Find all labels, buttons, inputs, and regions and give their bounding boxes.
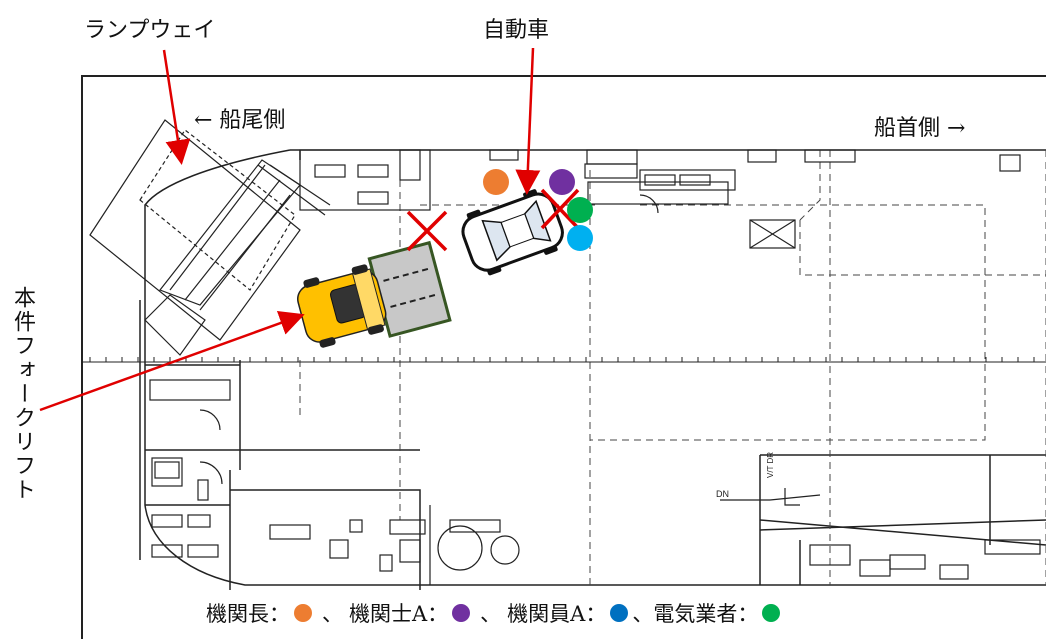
person-electrician-marker [567,197,593,223]
centerline-ticks [89,357,1035,362]
person-crew-a-marker [567,225,593,251]
drawing-frame [81,75,1046,639]
car [461,189,564,276]
lower-left-rooms [149,379,520,585]
legend-swatch-engineer-a [452,604,471,622]
forklift [297,240,452,348]
legend-swatch-crew-a [610,604,629,622]
rampway-label: ランプウェイ [84,18,216,43]
legend-swatch-chief-engineer [294,604,312,622]
legend-name-2: 機関員A [507,602,586,626]
forklift-arrow [39,311,305,412]
car-label: 自動車 [483,18,550,43]
legend-name-3: 電気業者 [653,602,738,626]
forklift-label: 本件フォークリフト [10,286,35,502]
car-arrow [515,47,541,195]
vr-mark: V/T DR [766,452,775,478]
legend-swatch-electrician [762,604,781,622]
collision-mark-left [406,210,448,252]
dn-mark: DN [716,489,729,499]
legend-name-1: 機関士A [349,602,428,626]
rampway-structure [89,119,331,356]
bow-side-label: 船首側 → [874,116,966,141]
legend: 機関長 ： 、 機関士A ： 、 機関員A ： 、 電気業者 ： [206,598,784,628]
hull-outline [139,149,1046,590]
rampway-arrow [162,49,191,165]
stern-side-label: ← 船尾側 [194,108,286,133]
lower-right-details [720,488,1041,580]
collision-mark-right [540,188,580,230]
person-chief-engineer-marker [483,169,509,195]
upper-compartments [299,149,1021,249]
legend-name-0: 機関長 [206,602,269,626]
person-engineer-a-marker [549,169,575,195]
